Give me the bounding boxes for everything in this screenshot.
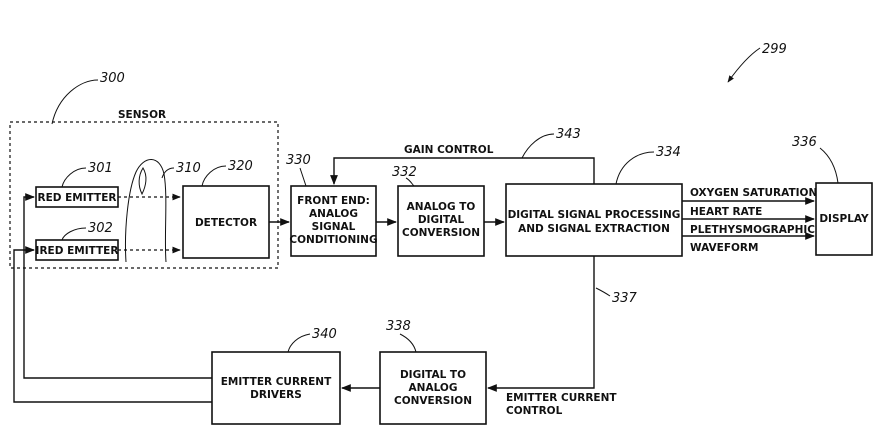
display-label: DISPLAY [819, 213, 869, 225]
front-end-line-1: FRONT END: [297, 195, 370, 207]
front-end-line-3: SIGNAL [312, 221, 356, 233]
drivers-to-ired-emitter-line [14, 250, 212, 402]
dsp-line-2: AND SIGNAL EXTRACTION [518, 223, 670, 235]
output-plethysmographic: PLETHYSMOGRAPHIC [690, 224, 815, 236]
ired-emitter-label: IRED EMITTER [36, 245, 119, 257]
ref-337-leader [596, 288, 610, 296]
dac-line-1: DIGITAL TO [400, 369, 466, 381]
gain-control-line [334, 158, 594, 184]
front-end-line-4: CONDITIONING [289, 234, 377, 246]
adc-line-2: DIGITAL [418, 214, 465, 226]
dsp-line-1: DIGITAL SIGNAL PROCESSING [508, 209, 681, 221]
ref-343-label: 343 [556, 127, 581, 142]
output-heart-rate: HEART RATE [690, 206, 762, 218]
ref-336-leader [820, 148, 838, 183]
output-oxygen-saturation: OXYGEN SATURATION [690, 187, 817, 199]
ref-336-label: 336 [792, 135, 817, 150]
emitter-control-line [488, 256, 594, 388]
emitter-current-control-line-2: CONTROL [506, 405, 563, 417]
red-emitter-label: RED EMITTER [38, 192, 117, 204]
ref-330-leader [300, 168, 306, 186]
ref-330-label: 330 [286, 153, 311, 168]
ref-300-label: 300 [100, 71, 125, 86]
detector-label: DETECTOR [195, 217, 257, 229]
drivers-box [212, 352, 340, 424]
ref-299-arrow [728, 48, 760, 82]
ref-338-label: 338 [386, 319, 411, 334]
ref-300-leader [52, 80, 98, 124]
front-end-line-2: ANALOG [309, 208, 358, 220]
ref-337-label: 337 [612, 291, 638, 306]
ref-340-label: 340 [312, 327, 337, 342]
ref-334-label: 334 [656, 145, 681, 160]
ref-338-leader [400, 334, 416, 352]
ref-343-leader [522, 134, 554, 158]
ref-340-leader [288, 334, 310, 352]
ref-301-label: 301 [88, 161, 113, 176]
gain-control-label: GAIN CONTROL [404, 144, 494, 156]
ref-302-label: 302 [88, 221, 113, 236]
ref-302-leader [62, 228, 86, 240]
dac-line-2: ANALOG [409, 382, 458, 394]
sensor-label: SENSOR [118, 109, 166, 121]
drivers-line-1: EMITTER CURRENT [221, 376, 332, 388]
ref-334-leader [616, 152, 654, 184]
drivers-line-2: DRIVERS [250, 389, 302, 401]
output-waveform: WAVEFORM [690, 242, 758, 254]
ref-332-label: 332 [392, 165, 417, 180]
ref-299-label: 299 [762, 42, 787, 57]
adc-line-3: CONVERSION [402, 227, 480, 239]
adc-line-1: ANALOG TO [407, 201, 476, 213]
emitter-current-control-line-1: EMITTER CURRENT [506, 392, 617, 404]
fingernail-outline [139, 168, 146, 194]
ref-320-label: 320 [228, 159, 253, 174]
ref-310-label: 310 [176, 161, 201, 176]
ref-320-leader [202, 166, 226, 186]
dac-line-3: CONVERSION [394, 395, 472, 407]
ref-301-leader [62, 168, 86, 187]
